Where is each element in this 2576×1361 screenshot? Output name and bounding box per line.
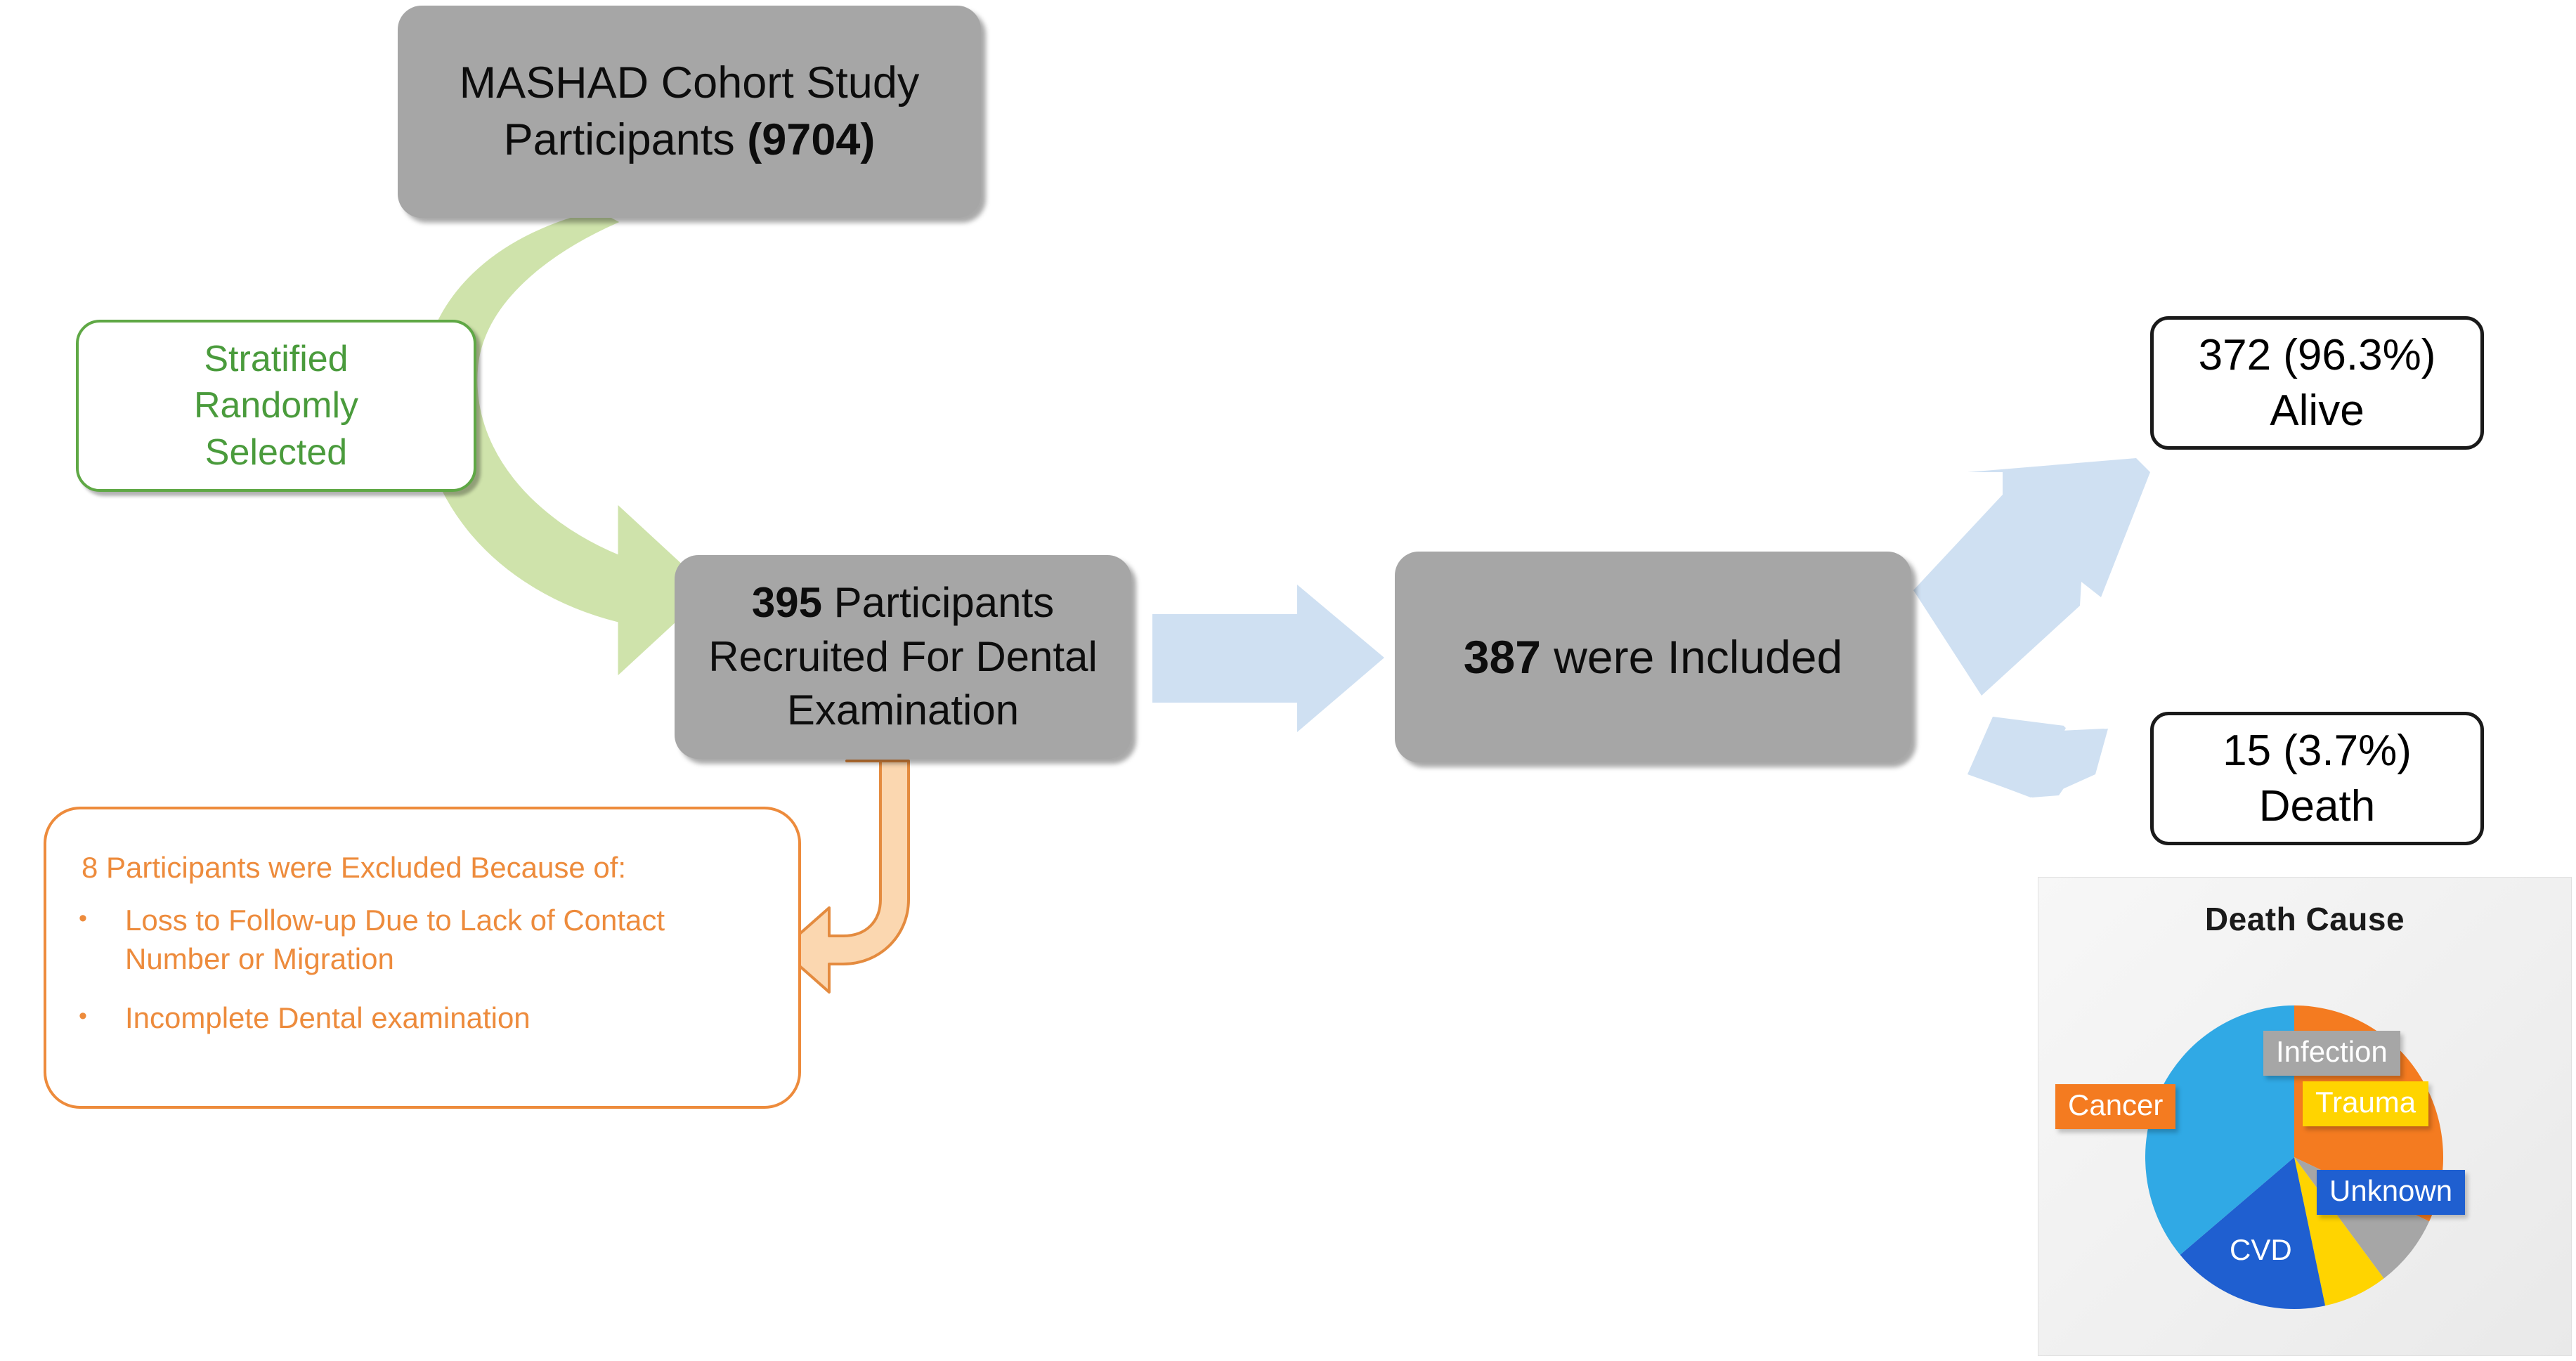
stratified-randomly-selected-box: Stratified Randomly Selected	[76, 320, 476, 492]
recruited-line2: Recruited For Dental	[708, 632, 1098, 680]
blue-arrow-included-to-death	[1973, 719, 2108, 797]
pie-label-unknown: Unknown	[2317, 1170, 2466, 1215]
death-count-percent: 15 (3.7%)	[2223, 726, 2412, 775]
excluded-reason-list: • Loss to Follow-up Due to Lack of Conta…	[79, 901, 766, 1037]
included-rest: were Included	[1540, 630, 1843, 683]
bullet-icon: •	[79, 904, 87, 932]
recruited-line3: Examination	[786, 686, 1020, 734]
included-participants-box: 387 were Included	[1395, 552, 1911, 762]
pie-svg	[2145, 1005, 2443, 1309]
excluded-reason-2: Incomplete Dental examination	[125, 1001, 531, 1034]
list-item: • Incomplete Dental examination	[79, 998, 766, 1037]
death-label: Death	[2258, 782, 2376, 831]
pie-label-cvd: CVD	[2230, 1233, 2292, 1266]
excluded-participants-box: 8 Participants were Excluded Because of:…	[44, 807, 801, 1109]
mashad-line1: MASHAD Cohort Study	[459, 58, 920, 108]
recruited-count: 395	[751, 578, 822, 626]
pie-label-cancer: Cancer	[2055, 1084, 2176, 1129]
pie-label-trauma: Trauma	[2303, 1081, 2429, 1126]
stratified-line2: Randomly	[193, 385, 359, 426]
list-item: • Loss to Follow-up Due to Lack of Conta…	[79, 901, 766, 979]
included-count: 387	[1463, 630, 1541, 683]
mashad-line2-text: Participants	[503, 115, 748, 164]
death-outcome-box: 15 (3.7%) Death	[2150, 712, 2484, 845]
pie-slice-trauma	[2294, 1157, 2384, 1306]
chart-title: Death Cause	[2204, 901, 2405, 937]
alive-count-percent: 372 (96.3%)	[2198, 330, 2436, 379]
mashad-cohort-box: MASHAD Cohort Study Participants (9704)	[398, 6, 981, 218]
recruited-participants-box: 395 Participants Recruited For Dental Ex…	[675, 555, 1131, 759]
mashad-participant-count: (9704)	[747, 115, 876, 164]
excluded-reason-1: Loss to Follow-up Due to Lack of Contact…	[125, 903, 665, 976]
pie-slice-unknown	[2180, 1157, 2326, 1309]
blue-arrow-included-to-alive	[1913, 458, 2150, 696]
pie-label-infection: Infection	[2263, 1031, 2400, 1076]
alive-outcome-box: 372 (96.3%) Alive	[2150, 316, 2484, 450]
excluded-heading: 8 Participants were Excluded Because of:	[82, 851, 627, 884]
stratified-line1: Stratified	[204, 338, 349, 379]
recruited-line1-rest: Participants	[821, 578, 1055, 626]
blue-arrow-included-to-death-head	[1967, 717, 2105, 797]
stratified-line3: Selected	[204, 431, 348, 473]
blue-arrow-recruited-to-included	[1152, 585, 1384, 732]
alive-label: Alive	[2270, 386, 2364, 435]
pie-slice-cvd	[2145, 1005, 2294, 1255]
death-cause-chart-panel: Death Cause Cancer Infection Trauma Unkn…	[2038, 877, 2572, 1356]
pie-chart: Cancer Infection Trauma Unknown CVD	[2055, 968, 2478, 1340]
bullet-icon: •	[79, 1002, 87, 1029]
